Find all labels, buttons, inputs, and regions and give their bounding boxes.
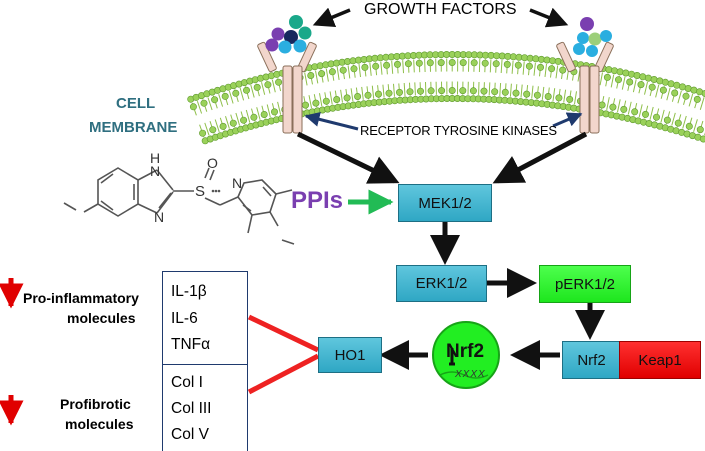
receptor-tyrosine-kinases-label: RECEPTOR TYROSINE KINASES bbox=[360, 123, 557, 138]
fibrotic-label-line2: molecules bbox=[65, 416, 134, 432]
inflammatory-label-line2: molecules bbox=[67, 310, 136, 326]
atom-n-1: N bbox=[150, 163, 161, 179]
receptor-right-icon bbox=[556, 41, 614, 134]
atom-h: H bbox=[150, 150, 161, 166]
atom-n-3: N bbox=[232, 175, 243, 191]
receptor-left-icon bbox=[257, 41, 317, 134]
node-erk: ERK1/2 bbox=[396, 265, 487, 302]
list-item-col5: Col V bbox=[171, 426, 209, 443]
inflammatory-molecules-box: IL-1β IL-6 TNFα bbox=[162, 271, 248, 365]
nrf2-binding-bar bbox=[449, 348, 455, 366]
fibrotic-molecules-box: Col I Col III Col V bbox=[162, 364, 248, 451]
dna-strand-icon bbox=[439, 371, 489, 379]
cell-membrane-label-line1: CELL bbox=[116, 95, 156, 112]
nucleus-nrf2-label: Nrf2 bbox=[446, 341, 485, 362]
inhibition-line-to-fibrotic bbox=[247, 353, 320, 395]
node-mek: MEK1/2 bbox=[398, 184, 492, 222]
list-item-tnfa: TNFα bbox=[171, 336, 211, 353]
node-nrf2-label: Nrf2 bbox=[577, 351, 606, 369]
cell-membrane-label-line2: MEMBRANE bbox=[89, 119, 178, 136]
arrow-label-to-left-receptor bbox=[304, 111, 359, 131]
node-nrf2: Nrf2 bbox=[562, 341, 621, 379]
arrow-right-receptor-to-mek bbox=[492, 131, 588, 184]
arrow-title-to-right-ligand bbox=[529, 7, 569, 28]
node-keap1: Keap1 bbox=[619, 341, 701, 379]
list-item-il6: IL-6 bbox=[171, 310, 198, 327]
list-item-il1b: IL-1β bbox=[171, 283, 207, 300]
atom-s: S bbox=[195, 183, 206, 200]
inhibition-line-to-inflammatory bbox=[247, 314, 320, 353]
node-perk: pERK1/2 bbox=[539, 265, 631, 303]
node-perk-label: pERK1/2 bbox=[554, 275, 616, 293]
sulfoxide-stereo-dots-icon bbox=[211, 189, 221, 193]
ppi-chemical-structure-icon bbox=[63, 167, 295, 245]
arrow-label-to-right-receptor bbox=[552, 112, 583, 128]
list-item-col3: Col III bbox=[171, 400, 212, 417]
growth-factor-molecules-right-icon bbox=[573, 17, 612, 57]
list-item-col1: Col I bbox=[171, 374, 203, 391]
fibrotic-label-line1: Profibrotic bbox=[60, 396, 131, 412]
arrow-left-receptor-to-mek bbox=[296, 131, 400, 184]
atom-n-2: N bbox=[154, 209, 165, 225]
node-keap1-label: Keap1 bbox=[638, 351, 682, 369]
growth-factor-molecules-left-icon bbox=[265, 15, 312, 54]
node-ho1: HO1 bbox=[318, 337, 382, 373]
growth-factors-title: GROWTH FACTORS bbox=[364, 1, 517, 18]
nucleus-dna-label: XXXX bbox=[455, 369, 486, 380]
node-ho1-label: HO1 bbox=[334, 346, 366, 364]
arrow-title-to-left-ligand bbox=[312, 7, 351, 28]
atom-o-sulfoxide: O bbox=[207, 155, 218, 171]
inflammatory-label-line1: Pro-inflammatory bbox=[23, 290, 139, 306]
node-mek-label: MEK1/2 bbox=[418, 194, 472, 212]
node-erk-label: ERK1/2 bbox=[415, 275, 468, 292]
ppis-label: PPIs bbox=[291, 187, 344, 214]
